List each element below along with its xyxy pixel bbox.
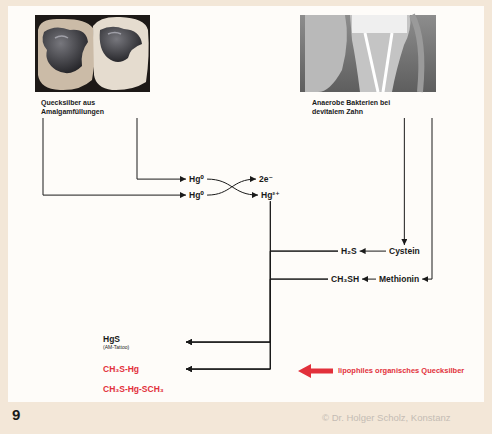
xray-photo bbox=[300, 15, 436, 92]
reaction-arrow bbox=[186, 279, 328, 342]
reaction-arrow bbox=[186, 251, 338, 369]
tooth bbox=[305, 15, 347, 92]
node-text: Quecksilber aus Amalgamfüllungen bbox=[41, 99, 131, 117]
white-panel bbox=[8, 6, 484, 402]
reaction-arrow bbox=[207, 179, 258, 195]
amalgam-filling bbox=[100, 27, 142, 62]
reaction-arrow bbox=[137, 118, 186, 179]
root-filling bbox=[365, 33, 378, 92]
node-text: Hg²⁺ bbox=[261, 190, 280, 200]
node-text: Cystein bbox=[389, 246, 420, 256]
chemical-species: 2e⁻ bbox=[256, 173, 276, 185]
node-text: CH₃SH bbox=[331, 274, 359, 284]
chemical-species: Hg⁰ bbox=[186, 173, 207, 185]
node-text: CH₃S-Hg-SCH₃ bbox=[103, 384, 164, 394]
reaction-arrow bbox=[43, 118, 186, 195]
node-text: CH₃S-Hg bbox=[103, 364, 183, 374]
node-text: Anaerobe Bakterien bei devitalem Zahn bbox=[312, 99, 404, 117]
chemical-species: H₂S bbox=[338, 245, 360, 257]
amalgam-highlight bbox=[108, 33, 121, 35]
chemical-species: CH₃S-Hg bbox=[100, 363, 186, 375]
chemical-species: Cystein bbox=[386, 245, 423, 257]
chemical-species: CH₃S-Hg-SCH₃ bbox=[100, 383, 167, 395]
photo-ground bbox=[300, 15, 436, 92]
chemical-species: Hg²⁺ bbox=[258, 189, 283, 201]
crown-restoration bbox=[352, 15, 407, 33]
reaction-arrow bbox=[422, 118, 432, 279]
chemical-species: Hg⁰ bbox=[186, 189, 207, 201]
reaction-arrow bbox=[362, 279, 376, 280]
node-text: Hg⁰ bbox=[189, 190, 204, 200]
node-text: HgS bbox=[103, 334, 183, 344]
amalgam-filling bbox=[43, 27, 88, 73]
watermark: © Dr. Holger Scholz, Konstanz bbox=[322, 412, 450, 423]
chemical-species: Methionin bbox=[376, 273, 422, 285]
node-text: Hg⁰ bbox=[189, 174, 204, 184]
reaction-arrow bbox=[207, 179, 256, 195]
amalgam-photo bbox=[35, 15, 150, 92]
chemical-species: CH₃SH bbox=[328, 273, 362, 285]
reaction-arrow bbox=[186, 201, 270, 369]
photo-ground bbox=[35, 15, 150, 92]
chemical-species: HgS(AM-Tattoo) bbox=[100, 333, 186, 351]
node-text: 2e⁻ bbox=[259, 174, 273, 184]
tooth bbox=[412, 15, 421, 92]
node-text: H₂S bbox=[341, 246, 357, 256]
tooth bbox=[93, 17, 149, 90]
node-subtext: (AM-Tattoo) bbox=[103, 344, 183, 350]
reaction-arrow bbox=[360, 251, 386, 252]
reaction-arrow bbox=[404, 118, 405, 245]
image-caption-node: Anaerobe Bakterien bei devitalem Zahn bbox=[300, 15, 436, 118]
amalgam-highlight bbox=[55, 36, 68, 38]
callout-text: lipophiles organisches Quecksilber bbox=[338, 366, 464, 375]
tooth bbox=[38, 19, 95, 90]
tooth bbox=[350, 15, 410, 92]
figure-number: 9 bbox=[12, 406, 20, 423]
node-text: Methionin bbox=[379, 274, 419, 284]
reaction-arrow bbox=[186, 279, 328, 369]
highlight-arrow bbox=[298, 364, 333, 378]
image-caption-node: Quecksilber aus Amalgamfüllungen bbox=[35, 15, 150, 118]
reaction-arrow bbox=[186, 201, 270, 342]
reaction-arrow bbox=[186, 251, 338, 342]
root-filling bbox=[383, 33, 392, 92]
